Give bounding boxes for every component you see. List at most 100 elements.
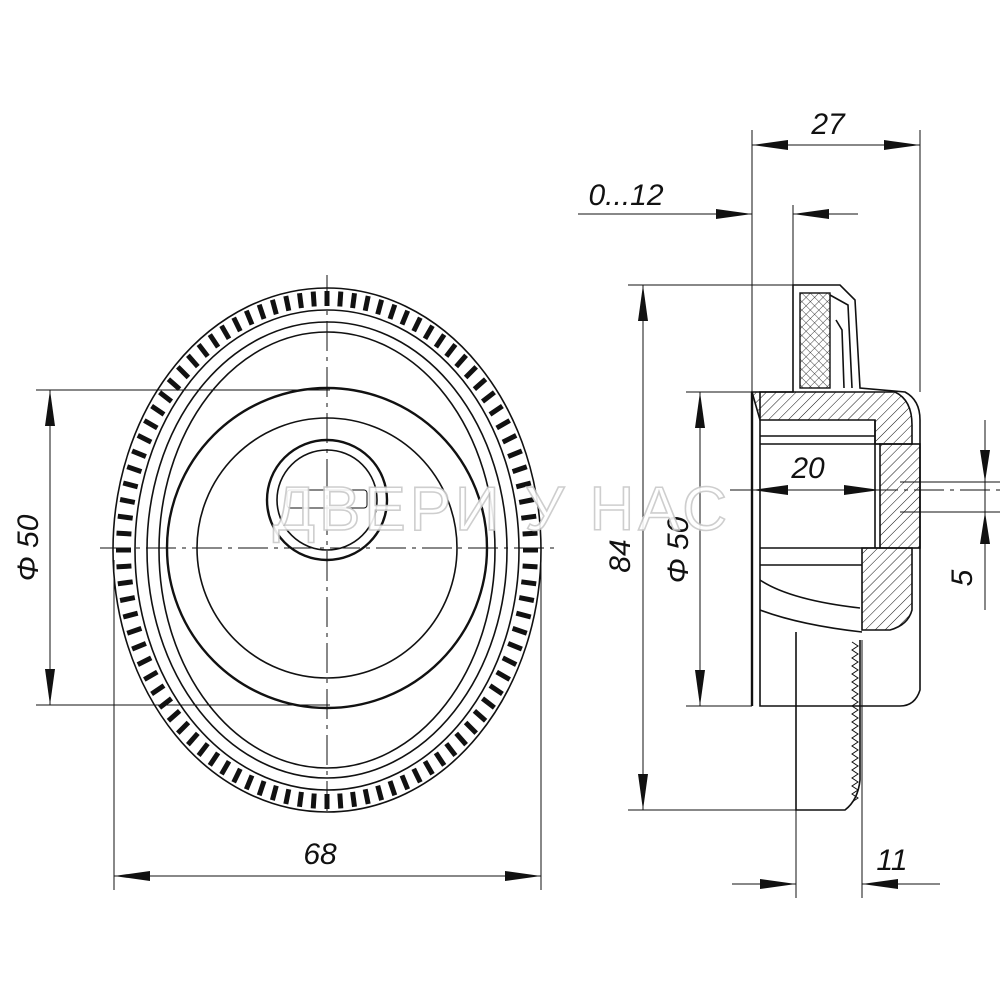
knurl-tooth (422, 760, 435, 776)
dimension-diameter-side: Φ 50 (662, 391, 752, 707)
shaft-outline (795, 632, 861, 811)
shaft-label: 11 (876, 844, 907, 877)
dimension-gap-5: 5 (900, 420, 1000, 610)
knurl-tooth (507, 641, 523, 652)
knurl-tooth (297, 292, 304, 309)
knurl-tooth (454, 731, 468, 747)
knurl-tooth (375, 299, 385, 315)
knurl-tooth (444, 342, 458, 358)
knurl-tooth (511, 626, 528, 636)
knurl-tooth (243, 774, 255, 791)
knurl-tooth (256, 303, 267, 320)
knurl-tooth (283, 788, 292, 805)
knurl-tooth (269, 299, 279, 315)
knurl-tooth (158, 696, 174, 710)
knurl-tooth (362, 788, 371, 805)
knurl-tooth (463, 720, 478, 735)
side-view (730, 284, 1000, 811)
diameter-side-label: Φ 50 (662, 516, 695, 583)
knurl-tooth (387, 303, 398, 320)
top-cap-lip (829, 294, 853, 389)
knurl-tooth (507, 448, 523, 459)
knurl-tooth (117, 513, 134, 521)
knurl-tooth (488, 404, 504, 417)
knurl-tooth (297, 791, 304, 808)
dimension-range: 0...12 (578, 179, 858, 285)
knurl-tooth (337, 291, 344, 307)
knurl-tooth (433, 333, 447, 349)
knurl-tooth (122, 610, 139, 620)
knurl-tooth (362, 295, 371, 312)
dimension-shaft-11: 11 (732, 640, 940, 898)
shaft-knurl (851, 641, 859, 803)
knurl-tooth (243, 309, 255, 326)
diameter-front-label: Φ 50 (12, 514, 45, 581)
watermark-text: ДВЕРИ У НАС (273, 475, 731, 544)
knurl-tooth (472, 377, 488, 391)
knurl-tooth (256, 780, 267, 797)
knurl-tooth (488, 683, 504, 696)
knurl-tooth (501, 655, 518, 667)
knurl-tooth (207, 333, 221, 349)
knurl-tooth (337, 793, 344, 809)
knurl-tooth (196, 342, 210, 358)
knurl-tooth (495, 418, 511, 431)
gap-label: 5 (946, 569, 979, 586)
knurl-tooth (116, 563, 132, 570)
knurl-tooth (196, 742, 210, 758)
front-view (100, 275, 560, 815)
knurl-tooth (480, 696, 496, 710)
knurl-tooth (166, 709, 182, 723)
knurl-tooth (136, 433, 153, 445)
knurl-tooth (350, 292, 357, 309)
range-label: 0...12 (588, 179, 663, 212)
hatch-block-lower (861, 547, 913, 631)
knurl-tooth (219, 324, 232, 340)
top-cap-outline (759, 284, 921, 707)
dimension-depth-27: 27 (751, 108, 921, 392)
knurl-tooth (116, 530, 132, 537)
knurl-tooth (375, 785, 385, 801)
knurl-tooth (158, 390, 174, 404)
knurl-tooth (480, 390, 496, 404)
top-cap-lip-2 (835, 319, 845, 389)
knurl-tooth (310, 793, 317, 809)
knurl-tooth (269, 785, 279, 801)
knurl-tooth (143, 669, 159, 682)
knurl-tooth (176, 365, 191, 380)
width-label: 68 (303, 838, 337, 871)
knurl-tooth (501, 433, 518, 445)
knurl-tooth (411, 767, 423, 784)
curve-transition-2 (759, 579, 861, 609)
knurl-tooth (387, 780, 398, 797)
knurl-tooth (126, 464, 143, 474)
knurl-tooth (186, 353, 200, 369)
knurl-tooth (126, 626, 143, 636)
hatch-block-right (879, 443, 921, 549)
knurl-tooth (515, 480, 532, 490)
knurl-tooth (207, 751, 221, 767)
knurl-tooth (131, 641, 147, 652)
knurl-tooth (150, 404, 166, 417)
knurl-tooth (122, 480, 139, 490)
knurl-tooth (511, 464, 528, 474)
curve-transition (759, 609, 863, 633)
knurl-tooth (117, 579, 134, 587)
knurl-tooth (231, 316, 243, 333)
knurl-tooth (522, 563, 538, 570)
knurl-tooth (119, 595, 136, 603)
length-label: 20 (790, 452, 825, 485)
knurl-tooth (176, 720, 191, 735)
dimension-width: 68 (113, 560, 542, 890)
knurl-tooth (143, 418, 159, 431)
knurl-tooth (310, 291, 317, 307)
knurl-tooth (411, 316, 423, 333)
depth-label: 27 (810, 108, 846, 141)
knurl-tooth (231, 767, 243, 784)
knurl-tooth (520, 513, 537, 521)
knurl-tooth (444, 742, 458, 758)
knurl-tooth (433, 751, 447, 767)
knurl-ring (116, 291, 538, 809)
height-label: 84 (604, 539, 637, 572)
